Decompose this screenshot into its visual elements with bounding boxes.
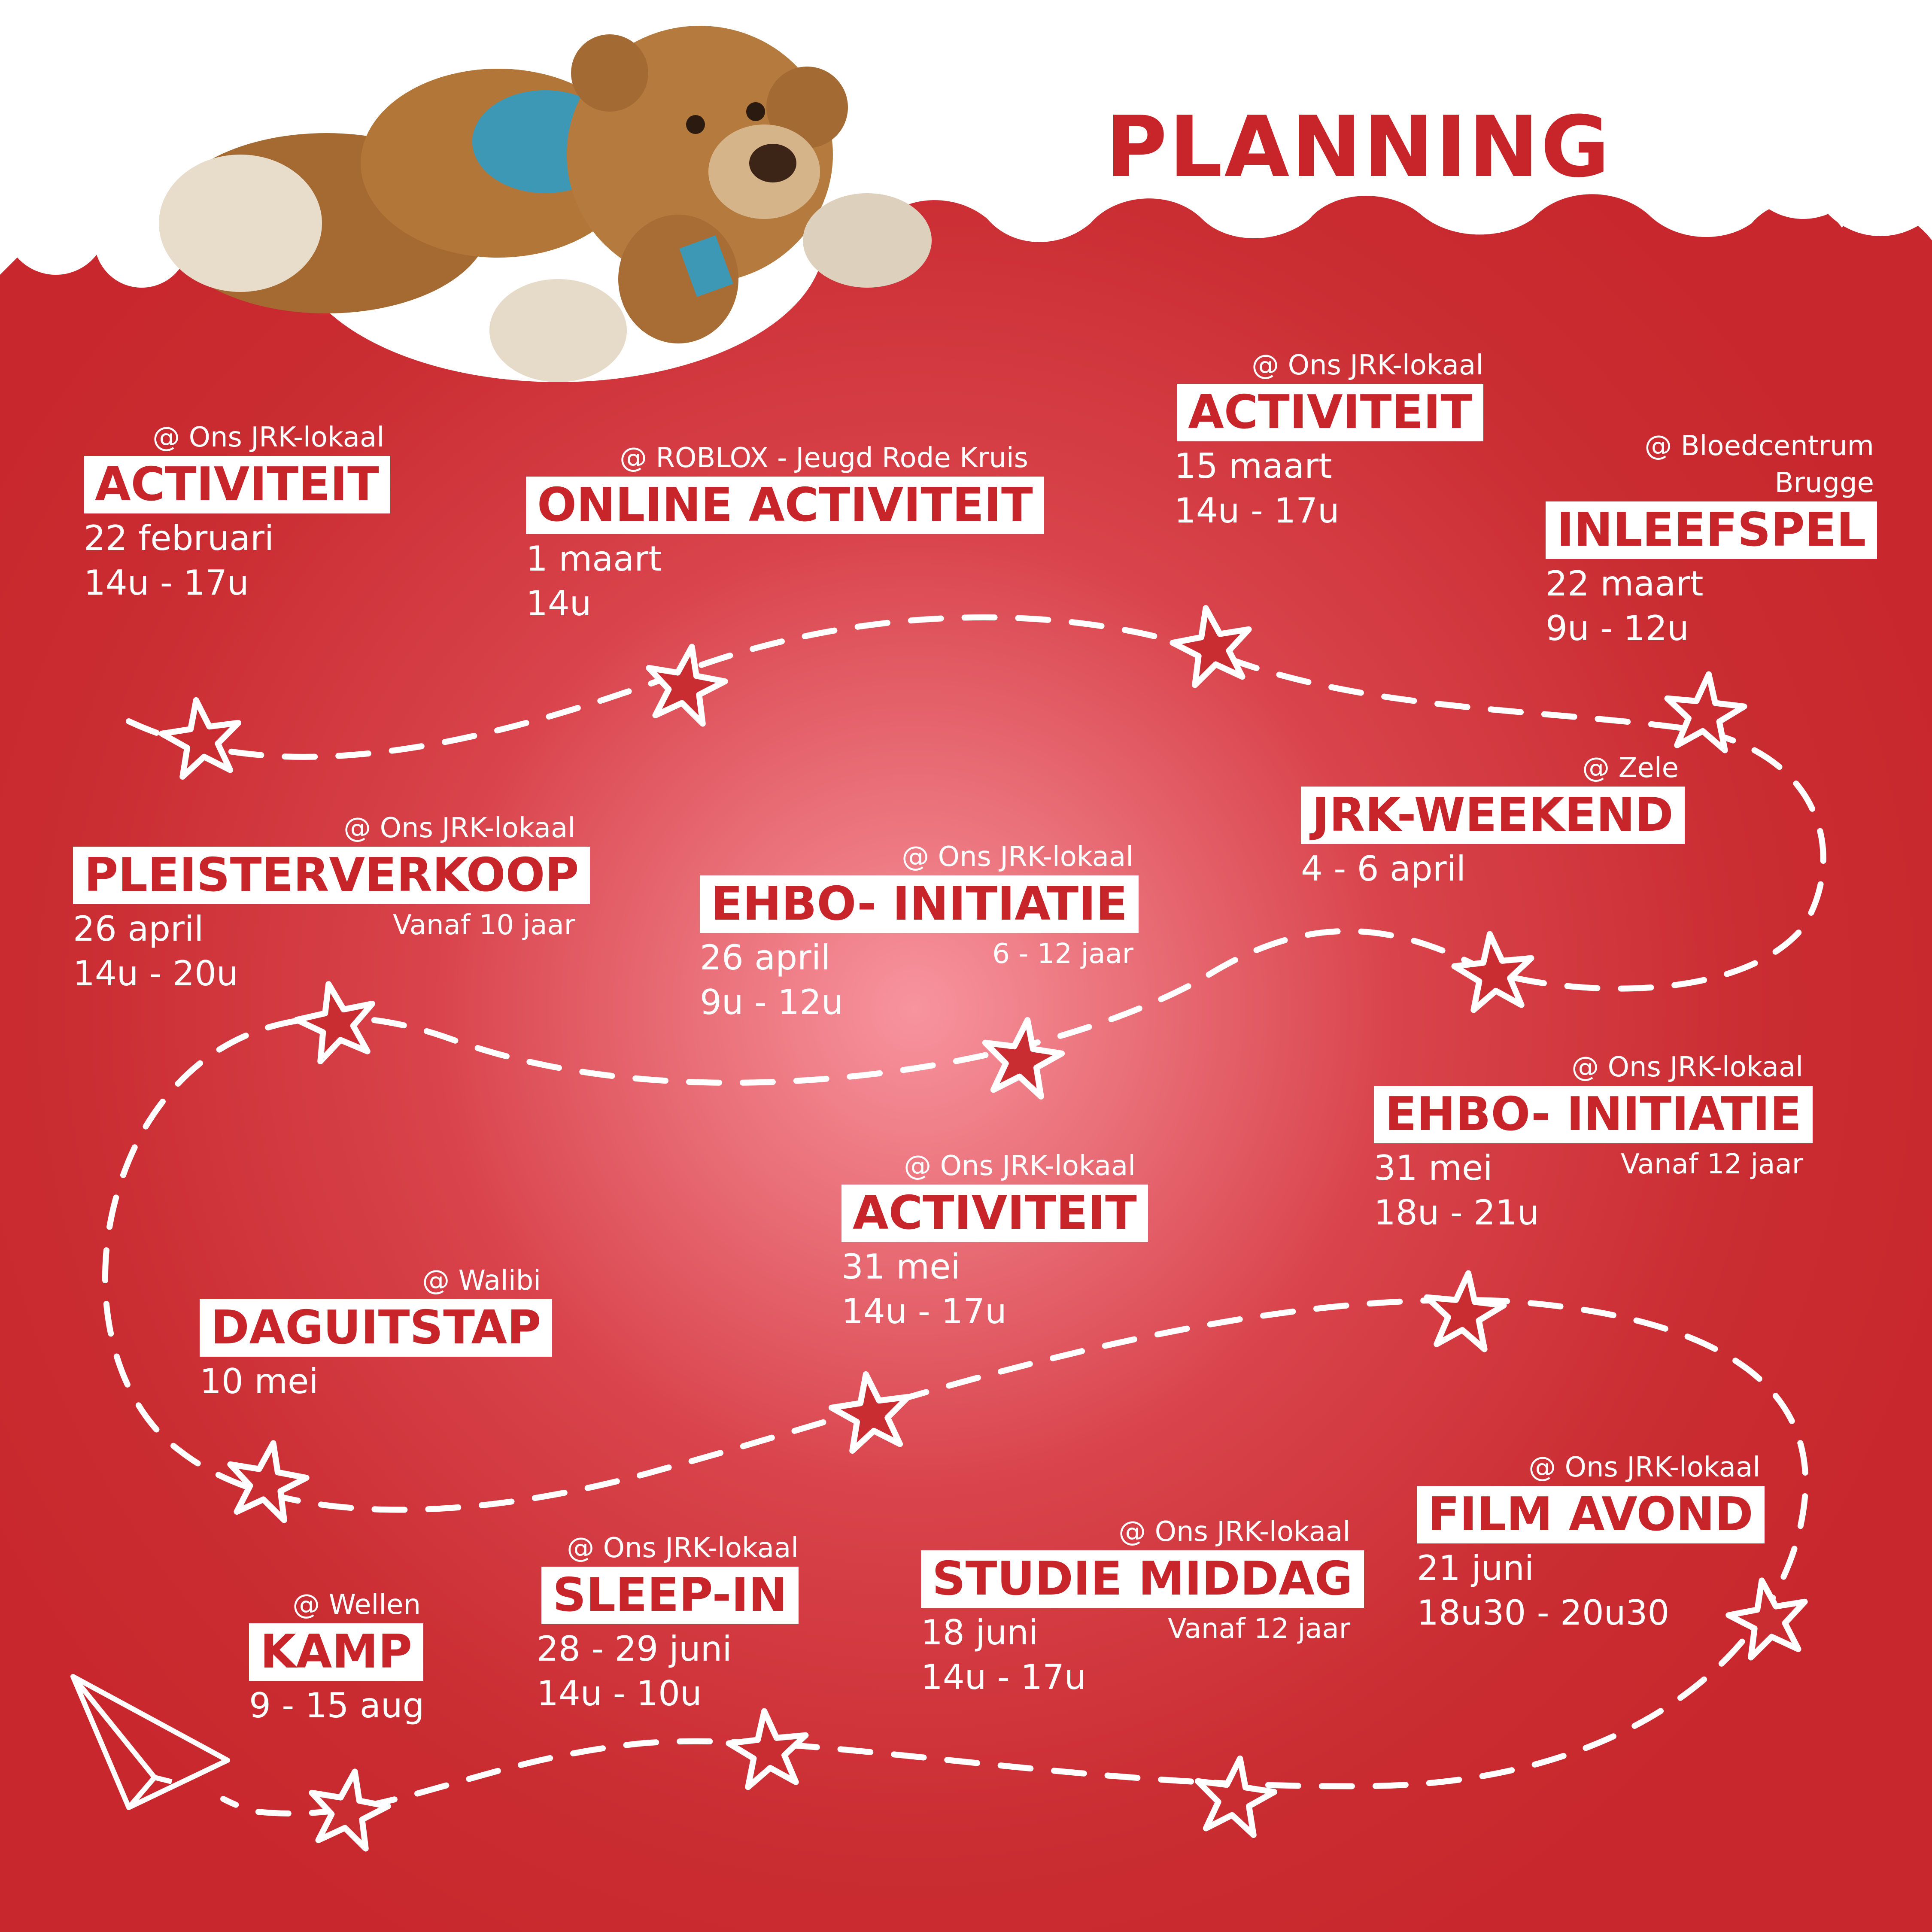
event-ehbo-initiatie-april: @ Ons JRK-lokaal EHBO- INITIATIE 6 - 12 … bbox=[700, 838, 1139, 1025]
event-ehbo-initiatie-mei: @ Ons JRK-lokaal EHBO- INITIATIE Vanaf 1… bbox=[1374, 1049, 1813, 1235]
star-icon bbox=[1725, 1577, 1808, 1661]
event-location: @ Ons JRK-lokaal bbox=[1528, 1452, 1760, 1483]
event-pleisterverkoop: @ Ons JRK-lokaal PLEISTERVERKOOP Vanaf 1… bbox=[73, 810, 590, 996]
event-online-activiteit: @ ROBLOX - Jeugd Rode Kruis ONLINE ACTIV… bbox=[526, 440, 1044, 626]
event-jrk-weekend: @ Zele JRK-WEEKEND 4 - 6 april bbox=[1301, 750, 1685, 891]
star-icon bbox=[1170, 605, 1252, 688]
event-time: 14u - 17u bbox=[841, 1291, 1007, 1331]
event-age-note: 6 - 12 jaar bbox=[992, 938, 1133, 970]
page-title: PLANNING bbox=[1106, 98, 1612, 196]
event-name: STUDIE MIDDAG bbox=[921, 1550, 1364, 1608]
event-name: DAGUITSTAP bbox=[200, 1299, 553, 1357]
event-date: 9 - 15 aug bbox=[249, 1686, 425, 1725]
event-location: @ Zele bbox=[1582, 752, 1679, 784]
event-name: ONLINE ACTIVITEIT bbox=[526, 477, 1044, 534]
star-icon bbox=[1424, 1270, 1507, 1352]
event-time: 18u - 21u bbox=[1374, 1193, 1539, 1233]
event-time: 14u - 17u bbox=[1174, 491, 1340, 531]
event-location: @ Ons JRK-lokaal bbox=[152, 422, 384, 453]
event-name: JRK-WEEKEND bbox=[1301, 787, 1685, 844]
event-date: 31 mei bbox=[841, 1247, 960, 1287]
event-age-note: Vanaf 12 jaar bbox=[1168, 1613, 1350, 1645]
event-name: SLEEP-IN bbox=[541, 1567, 799, 1624]
star-icon bbox=[982, 1017, 1065, 1100]
event-location: @ Ons JRK-lokaal bbox=[902, 841, 1133, 873]
event-date: 1 maart bbox=[526, 539, 662, 579]
event-name: ACTIVITEIT bbox=[1177, 384, 1483, 441]
event-location: @ Bloedcentrum bbox=[1644, 430, 1874, 462]
event-activiteit-februari: @ Ons JRK-lokaal ACTIVITEIT 22 februari … bbox=[84, 419, 390, 605]
event-activiteit-maart: @ Ons JRK-lokaal ACTIVITEIT 15 maart 14u… bbox=[1174, 347, 1483, 533]
event-date: 31 mei bbox=[1374, 1148, 1493, 1188]
star-icon bbox=[726, 1708, 809, 1790]
event-sleep-in: @ Ons JRK-lokaal SLEEP-IN 28 - 29 juni 1… bbox=[537, 1530, 799, 1716]
event-date: 28 - 29 juni bbox=[537, 1629, 732, 1669]
event-date: 10 mei bbox=[200, 1361, 319, 1401]
star-icon bbox=[309, 1768, 391, 1852]
star-icon bbox=[828, 1371, 911, 1454]
star-icon bbox=[1664, 671, 1747, 753]
event-date: 26 april bbox=[73, 909, 204, 949]
event-name: EHBO- INITIATIE bbox=[1374, 1086, 1813, 1143]
event-location: @ Ons JRK-lokaal bbox=[567, 1532, 799, 1564]
event-age-note: Vanaf 10 jaar bbox=[393, 909, 575, 941]
event-location: @ Walibi bbox=[422, 1265, 541, 1297]
event-date: 18 juni bbox=[921, 1613, 1039, 1653]
event-date: 4 - 6 april bbox=[1301, 849, 1466, 889]
event-activiteit-mei: @ Ons JRK-lokaal ACTIVITEIT 31 mei 14u -… bbox=[841, 1148, 1148, 1334]
event-location-line2: Brugge bbox=[1774, 467, 1874, 499]
event-time: 14u - 17u bbox=[84, 563, 249, 603]
event-location: @ Ons JRK-lokaal bbox=[1571, 1051, 1803, 1083]
teddy-bear-image bbox=[159, 26, 932, 382]
event-time: 14u - 10u bbox=[537, 1674, 702, 1713]
event-location: @ Ons JRK-lokaal bbox=[343, 812, 575, 844]
event-inleefspel: @ Bloedcentrum Brugge INLEEFSPEL 22 maar… bbox=[1546, 428, 1877, 651]
paper-plane-icon bbox=[70, 1674, 230, 1810]
event-time: 9u - 12u bbox=[700, 982, 843, 1022]
event-date: 15 maart bbox=[1174, 446, 1332, 486]
event-name: KAMP bbox=[249, 1623, 423, 1681]
event-location: @ Ons JRK-lokaal bbox=[1118, 1516, 1350, 1548]
star-icon bbox=[1451, 931, 1534, 1013]
event-name: PLEISTERVERKOOP bbox=[73, 847, 590, 904]
event-location: @ Wellen bbox=[292, 1589, 421, 1621]
event-studie-middag: @ Ons JRK-lokaal STUDIE MIDDAG Vanaf 12 … bbox=[921, 1513, 1364, 1700]
event-name: ACTIVITEIT bbox=[84, 456, 390, 513]
star-icon bbox=[1194, 1755, 1278, 1838]
event-location: @ Ons JRK-lokaal bbox=[1252, 349, 1483, 381]
event-name: INLEEFSPEL bbox=[1546, 501, 1877, 559]
event-date: 21 juni bbox=[1417, 1548, 1534, 1588]
event-name: FILM AVOND bbox=[1417, 1486, 1765, 1543]
event-date: 26 april bbox=[700, 938, 831, 978]
cloud-puffs bbox=[4, 90, 1932, 288]
star-icon bbox=[646, 644, 728, 727]
event-time: 14u bbox=[526, 583, 592, 623]
event-film-avond: @ Ons JRK-lokaal FILM AVOND 21 juni 18u3… bbox=[1417, 1449, 1765, 1635]
event-date: 22 maart bbox=[1546, 564, 1704, 604]
event-location: @ Ons JRK-lokaal bbox=[904, 1150, 1136, 1182]
dashed-route bbox=[102, 614, 1826, 1817]
event-date: 22 februari bbox=[84, 518, 274, 558]
star-icon bbox=[293, 981, 376, 1064]
event-kamp: @ Wellen KAMP 9 - 15 aug bbox=[249, 1586, 425, 1728]
event-time: 14u - 17u bbox=[921, 1657, 1086, 1697]
star-icons bbox=[158, 605, 1808, 1852]
event-time: 9u - 12u bbox=[1546, 608, 1689, 648]
event-name: ACTIVITEIT bbox=[841, 1185, 1148, 1242]
star-icon bbox=[227, 1440, 310, 1523]
star-icon bbox=[158, 697, 242, 780]
event-age-note: Vanaf 12 jaar bbox=[1621, 1148, 1803, 1180]
event-daguitstap: @ Walibi DAGUITSTAP 10 mei bbox=[200, 1262, 553, 1404]
event-name: EHBO- INITIATIE bbox=[700, 875, 1139, 933]
event-time: 18u30 - 20u30 bbox=[1417, 1593, 1670, 1633]
event-location: @ ROBLOX - Jeugd Rode Kruis bbox=[620, 442, 1028, 474]
event-time: 14u - 20u bbox=[73, 954, 238, 993]
